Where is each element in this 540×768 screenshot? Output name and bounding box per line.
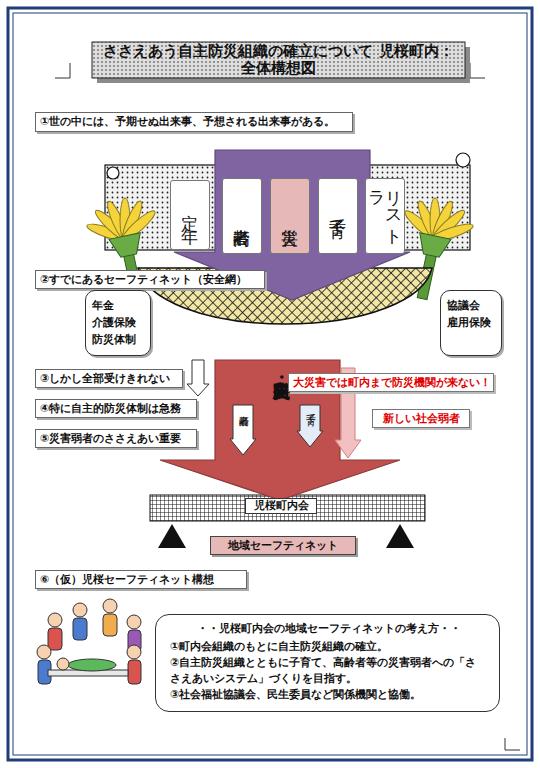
shape-outline <box>230 405 256 455</box>
bamboo-cup <box>416 233 451 259</box>
net-box: 地域セーフティネット <box>210 536 356 555</box>
fulcrum-triangle <box>386 524 414 548</box>
small-arrow: 高齢者 <box>230 405 256 455</box>
person-body <box>48 628 62 650</box>
note-item: ①町内会組織のもとに自主防災組織の確立。 <box>170 639 487 655</box>
person-head <box>57 658 69 670</box>
note-item: ②自主防災組織とともに子育て、高齢者等の災害弱者への「ささえあいシステム」づくり… <box>170 655 487 687</box>
person-head <box>48 613 62 627</box>
lying-person <box>68 659 116 671</box>
alert-box: 新しい社会弱者 <box>372 409 470 428</box>
person-body <box>103 614 117 636</box>
scroll-curl <box>107 167 119 179</box>
event-card: 高齢者 <box>222 178 262 254</box>
band-label: 児桜町内会 <box>245 498 317 514</box>
event-card: 定年 <box>170 180 210 250</box>
node-text: リストラ <box>368 179 402 253</box>
node-text: 新しい社会弱者 <box>377 411 465 426</box>
small-arrow: 子育て <box>297 405 323 447</box>
title: ささえあう自主防災組織の確立について 児桜町内：全体構想図 <box>92 42 465 78</box>
page-frame <box>8 8 532 760</box>
crop-mark <box>55 63 70 78</box>
node-text: ②すでにあるセーフティネット（安全網） <box>40 272 260 287</box>
node-text: 協議会 雇用保険 <box>447 297 495 331</box>
safety-net-box: 年金 介護保険 防災体制 <box>85 290 151 356</box>
down-arrow <box>187 360 209 396</box>
event-card: 災害 <box>270 178 310 254</box>
arrow-shape <box>230 405 256 455</box>
node-text: 地域セーフティネット <box>211 537 355 554</box>
alert-box: 大災害では町内まで防災機関が来ない！ <box>288 373 494 392</box>
step-box: ②すでにあるセーフティネット（安全網） <box>35 270 265 289</box>
person-head <box>103 599 117 613</box>
arrow-shape <box>297 405 323 447</box>
step-box: ⑥（仮）児桜セーフティネット構想 <box>35 570 247 589</box>
node-text: ⑥（仮）児桜セーフティネット構想 <box>40 572 242 587</box>
step-box: ①世の中には、予期せぬ出来事、予想される出来事がある。 <box>35 112 353 132</box>
grid-band <box>150 495 425 521</box>
person-head <box>73 603 87 617</box>
node-text: 大災害では町内まで防災機関が来ない！ <box>293 375 489 390</box>
event-card: 子育て <box>318 178 358 254</box>
step-box: ④特に自主的防災体制は急務 <box>35 399 197 418</box>
note-box: ・・児桜町内会の地域セーフティネットの考え方・・ ①町内会組織のもとに自主防災組織… <box>155 614 500 712</box>
page-frame-inner <box>13 13 527 755</box>
bamboo-cup <box>109 233 144 259</box>
node-text: 年金 介護保険 防災体制 <box>92 297 144 348</box>
safety-net-box: 協議会 雇用保険 <box>440 290 502 356</box>
node-text: ⑤災害弱者のささえあい重要 <box>40 431 192 446</box>
node-text: 児桜町内会 <box>246 499 316 513</box>
node-text: ③しかし全部受けきれない <box>40 371 178 386</box>
person-head <box>127 615 141 629</box>
node-text: ④特に自主的防災体制は急務 <box>40 401 192 416</box>
person-body <box>73 618 87 640</box>
event-card: リストラ <box>365 178 405 254</box>
person-head <box>37 645 51 659</box>
node-text: ①世の中には、予期せぬ出来事、予想される出来事がある。 <box>40 114 348 129</box>
crop-mark <box>505 738 520 750</box>
note-item: ③社会福祉協議会、民生委員など関係機関と協働。 <box>170 687 487 703</box>
node-text: 定年 <box>182 201 199 229</box>
scroll-curl <box>456 153 470 167</box>
title-box <box>92 42 465 78</box>
node-text: 子育て <box>330 207 347 226</box>
people-clipart <box>37 599 141 684</box>
person-head <box>127 645 141 659</box>
fulcrum-triangle <box>158 524 186 548</box>
pink-arrow <box>335 368 361 458</box>
note-heading: ・・児桜町内会の地域セーフティネットの考え方・・ <box>170 621 487 637</box>
step-box: ⑤災害弱者のささえあい重要 <box>35 429 197 448</box>
step-box: ③しかし全部受けきれない <box>35 369 183 388</box>
person-body <box>128 660 141 684</box>
crop-mark <box>470 63 485 78</box>
node-text: 子育て <box>305 407 315 418</box>
